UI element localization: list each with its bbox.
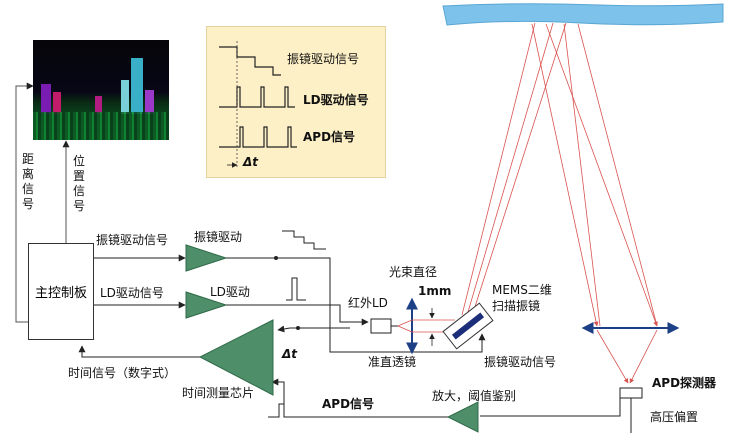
trigger-junction-dot [296,326,300,330]
apd-detector-body [619,387,643,399]
infrared-ld-label: 红外LD [348,296,388,310]
apd-signal-label: APD信号 [322,397,375,411]
mems-mirror [442,302,494,350]
mirror-drive-triangle [185,244,228,272]
timing-waveforms [219,41,297,168]
mirror-drive-junction-dot [274,256,278,260]
apd-to-amp-line [480,396,621,417]
mems-mirror-label: MEMS二维扫描振镜 [492,283,552,313]
legend-staircase-wave [219,46,281,76]
legend-ld-pulses [219,86,295,108]
legend-mirror-drive-label: 振镜驱动信号 [287,52,360,66]
position-signal-label: 位置信号 [72,154,85,213]
infrared-ld [370,318,392,334]
pointcloud-3d-image [33,40,169,140]
ld-drive-label: LD驱动 [210,285,250,299]
outgoing-laser-rays [461,22,567,317]
ld-pulse-icon [286,277,306,301]
mirror-drive-output-line [226,257,486,353]
timing-legend: 振镜驱动信号 LD驱动信号 APD信号 Δt [206,26,386,178]
tdc-to-controller-line [78,345,200,358]
apd-pulse-icon [268,403,300,418]
main-control-board: 主控制板 [28,243,94,340]
tdc-delta-t-label: Δt [282,347,298,361]
ld-trigger-to-tdc-line [277,325,350,333]
mirror-staircase-icon [282,230,326,250]
ld-drive-signal-label: LD驱动信号 [100,286,164,300]
legend-delta-t-label: Δt [243,155,259,169]
amp-to-tdc-line [271,378,448,418]
beam-size-label: 1mm [418,284,452,298]
apd-detector-label: APD探测器 [652,376,717,390]
high-voltage-bias-label: 高压偏置 [650,410,699,424]
amplifier-threshold-triangle [446,401,479,433]
mirror-drive-signal-label: 振镜驱动信号 [96,233,169,247]
main-control-board-label: 主控制板 [34,286,87,301]
distance-signal-label: 距离信号 [21,152,34,211]
ld-drive-output-line [226,304,369,326]
target-surface [442,3,724,26]
mirror-drive-label: 振镜驱动 [194,230,243,244]
beam-diameter-label: 光束直径 [389,265,438,279]
tdc-triangle [198,319,274,396]
distance-signal-line [15,82,34,323]
amp-threshold-label: 放大，阈值鉴别 [432,389,517,403]
mems-drive-signal-label: 振镜驱动信号 [484,355,557,369]
legend-apd-signal-label: APD信号 [303,130,356,144]
tdc-chip-label: 时间测量芯片 [182,386,255,400]
ld-drive-triangle [185,291,228,319]
return-laser-rays [531,23,658,384]
time-signal-label: 时间信号（数字式） [68,366,177,380]
legend-ld-drive-label: LD驱动信号 [303,93,369,107]
collimating-lens-label: 准直透镜 [368,355,417,369]
legend-apd-pulses [219,126,297,148]
